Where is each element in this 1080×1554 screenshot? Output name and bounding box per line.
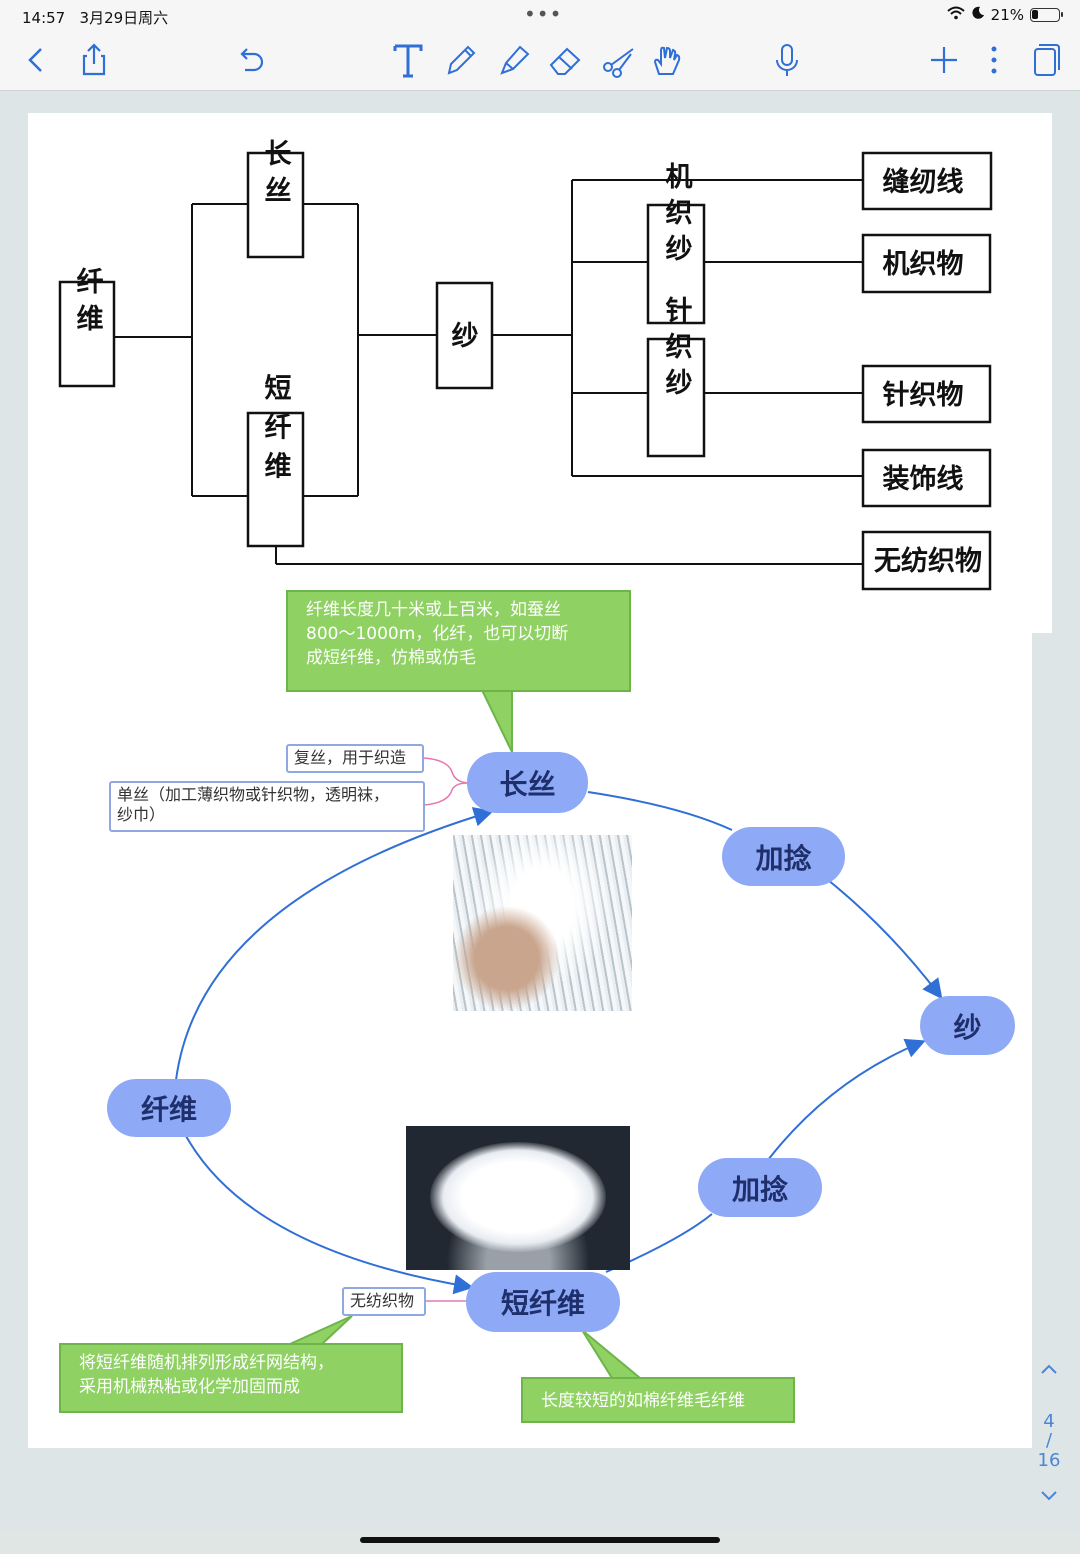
silk-filament-photo [453,835,632,1011]
diagram-box-fiber [58,280,116,388]
pen-tool-icon[interactable] [439,38,483,82]
note-filament-line-1: 纤维长度几十米或上百米，如蚕丝 [306,600,561,620]
node-filament[interactable]: 长丝 [467,752,588,813]
diagram-label-woven-yarn: 机织纱 [661,162,693,270]
tag-monofilament: 单丝（加工薄织物或针织物，透明袜， 纱巾） [109,781,425,832]
note-filament-description: 纤维长度几十米或上百米，如蚕丝 800～1000m，化纤，也可以切断 成短纤维，… [286,590,631,692]
node-staple[interactable]: 短纤维 [466,1272,620,1332]
scissors-tool-icon[interactable] [597,38,641,82]
hand-tool-icon[interactable] [645,38,689,82]
diagram-label-sewing-thread: 缝纫线 [883,166,964,198]
diagram-label-staple: 短纤维 [260,373,292,490]
diagram-label-filament: 长丝 [260,139,292,213]
diagram-box-staple [246,411,305,548]
tag-monofilament-line-2: 纱巾） [117,805,166,824]
eraser-tool-icon[interactable] [543,38,587,82]
page-down-icon[interactable] [1034,1487,1064,1508]
wifi-icon [946,6,965,24]
note-filament-line-3: 成短纤维，仿棉或仿毛 [306,648,476,668]
total-page-number: 16 [1037,1450,1061,1471]
text-tool-icon[interactable] [386,38,430,82]
diagram-box-knit-yarn [646,337,706,458]
add-icon[interactable] [922,38,966,82]
multitask-dots-icon[interactable]: ••• [524,2,563,26]
diagram-box-yarn [435,281,494,390]
note-filament-line-2: 800～1000m，化纤，也可以切断 [306,624,569,644]
diagram-label-yarn: 纱 [452,321,479,352]
diagram-label-nonwoven: 无纺织物 [874,545,982,577]
callout-pointer-filament [480,689,513,753]
textile-flow-diagram: 纤维 长丝 短纤维 纱 机织纱 针织纱 缝纫线 机织物 针织物 装饰线 无纺织物 [58,139,993,591]
toolbar [0,32,1080,91]
node-fiber[interactable]: 纤维 [107,1079,231,1137]
more-icon[interactable] [972,38,1016,82]
note-nonwoven-line-1: 将短纤维随机排列形成纤网结构， [79,1353,334,1373]
tag-nonwoven: 无纺织物 [342,1287,426,1316]
staple-fiber-photo [406,1126,630,1270]
tag-monofilament-line-1: 单丝（加工薄织物或针织物，透明袜， [117,785,390,804]
share-icon[interactable] [72,38,116,82]
diagram-label-woven-fabric: 机织物 [883,249,964,280]
note-nonwoven-description: 将短纤维随机排列形成纤网结构， 采用机械热粘或化学加固而成 [59,1343,403,1413]
node-twist-top[interactable]: 加捻 [722,827,845,886]
battery-percent: 21% [990,6,1024,24]
diagram-box-decor-thread [861,448,992,508]
diagram-label-knit-yarn: 针织纱 [661,296,693,404]
battery-icon [1030,8,1063,22]
note-staple-description: 长度较短的如棉纤维毛纤维 [521,1377,795,1423]
diagram-label-fiber: 纤维 [72,267,104,341]
diagram-box-woven-yarn [646,203,706,325]
diagram-box-nonwoven [861,530,992,591]
status-bar: 14:57 3月29日周六 ••• 21% [0,0,1080,32]
microphone-icon[interactable] [765,38,809,82]
undo-icon[interactable] [228,38,272,82]
status-right: 21% [946,6,1063,24]
current-page-number: 4 [1043,1411,1055,1432]
callout-pointer-staple [581,1329,643,1379]
diagram-label-decor-thread: 装饰线 [883,464,964,495]
note-nonwoven-line-2: 采用机械热粘或化学加固而成 [79,1377,300,1397]
moon-icon [971,6,985,24]
diagram-box-woven-fabric [861,233,992,294]
status-time: 14:57 3月29日周六 [22,9,169,27]
diagram-box-sewing-thread [861,151,993,211]
page-navigator: 4 / 16 [1034,1360,1064,1508]
back-icon[interactable] [14,38,58,82]
tag-multifilament: 复丝，用于织造 [286,744,424,773]
node-yarn[interactable]: 纱 [920,996,1015,1055]
pages-icon[interactable] [1023,38,1067,82]
diagram-box-filament [246,151,305,259]
page-separator: / [1045,1430,1053,1451]
node-twist-bottom[interactable]: 加捻 [698,1158,822,1217]
page-up-icon[interactable] [1034,1360,1064,1381]
home-indicator[interactable] [360,1537,720,1543]
diagram-box-knit-fabric [861,364,992,424]
highlighter-tool-icon[interactable] [492,38,536,82]
diagram-label-knit-fabric: 针织物 [883,380,964,411]
callout-pointer-nonwoven [289,1315,353,1345]
